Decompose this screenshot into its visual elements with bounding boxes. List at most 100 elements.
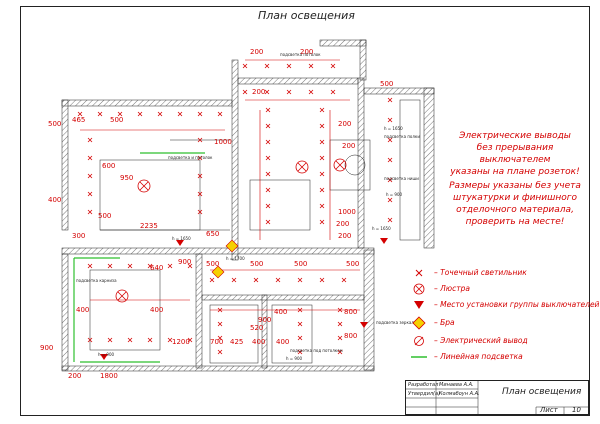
dim-bm-3: 500	[294, 260, 307, 268]
wall-partition-1	[195, 253, 203, 369]
dim-top-3: 200	[252, 88, 265, 96]
shower	[271, 304, 313, 364]
spotlight-icon	[387, 97, 393, 103]
dim-right-4: 200	[336, 220, 349, 228]
bed	[89, 269, 161, 351]
note-line: Размеры указаны без учета	[449, 181, 581, 191]
spotlight-icon	[337, 335, 343, 341]
spotlight-icon	[217, 307, 223, 313]
spotlight-icon	[217, 321, 223, 327]
room-label: подсветка под потолком	[290, 348, 343, 353]
spotlight-icon	[242, 63, 248, 69]
legend-label: – Электрический вывод	[434, 336, 528, 345]
spotlight-icon	[197, 111, 203, 117]
spotlight-icon	[87, 209, 93, 215]
dim-left-3: 500	[48, 120, 61, 128]
chandelier-icon	[137, 179, 151, 193]
wall-kitchen-top	[363, 87, 435, 95]
spotlight-icon	[265, 123, 271, 129]
spotlight-icon	[167, 263, 173, 269]
chandeliers	[115, 158, 347, 303]
height-tags: h = 1650 h = 1650 h = 1650 h = 900 h = 9…	[98, 126, 403, 361]
dim-mid-7: 300	[72, 232, 85, 240]
dim-top-4: 500	[380, 80, 393, 88]
dim-bm-11: 900	[258, 316, 271, 324]
spotlight-icon	[265, 219, 271, 225]
note-line: без прерывания выключателем	[476, 143, 554, 165]
switch-group-icon	[100, 354, 108, 360]
sconce-icon	[412, 316, 426, 330]
linear-lighting	[73, 152, 205, 363]
spotlight-icon	[297, 321, 303, 327]
dim-bl-1: 900	[178, 258, 191, 266]
spotlight-icon	[319, 187, 325, 193]
wall-top-stub	[319, 39, 367, 47]
sconce-icon	[211, 265, 225, 279]
note-outlets: Электрические выводы без прерывания выкл…	[440, 130, 590, 178]
room-label: подсветка ниши	[384, 176, 419, 181]
sconce-icon	[225, 239, 239, 253]
chandelier-icon	[413, 283, 425, 295]
dim-bm-10: 520	[250, 324, 263, 332]
wall-left	[61, 99, 69, 231]
spotlight-icon	[264, 89, 270, 95]
stamp-approved-label: Утвердил(а)	[408, 391, 441, 397]
spotlight-icon	[286, 89, 292, 95]
spotlight-icon	[242, 89, 248, 95]
spotlight-icon	[77, 111, 83, 117]
spotlight-icon	[217, 335, 223, 341]
spotlight-icon	[415, 269, 423, 277]
dim-bl-7: 200	[68, 372, 81, 380]
spotlight-icon	[387, 177, 393, 183]
dim-bl-3: 400	[76, 306, 89, 314]
chandelier-icon	[295, 160, 309, 174]
dim-bl-2: 640	[150, 264, 163, 272]
spotlight-icon	[265, 187, 271, 193]
spotlight-icon	[308, 63, 314, 69]
spotlight-icon	[319, 139, 325, 145]
dim-bm-4: 500	[346, 260, 359, 268]
note-line: проверить на месте!	[465, 217, 565, 227]
dim-bl-4: 400	[150, 306, 163, 314]
height-tag: h = 1700	[226, 256, 245, 261]
height-tag: h = 900	[286, 356, 303, 361]
dim-bm-2: 500	[250, 260, 263, 268]
spotlight-icon	[217, 349, 223, 355]
wardrobe	[99, 159, 201, 231]
spotlight-icon	[187, 337, 193, 343]
spotlight-icon	[197, 173, 203, 179]
spotlight-icon	[330, 89, 336, 95]
spotlight-icon	[286, 63, 292, 69]
spotlight-icon	[387, 217, 393, 223]
wall-bottom-left	[61, 253, 69, 371]
stamp-approved-name: Колмабоун А.А.	[439, 391, 480, 397]
spotlight-icon	[319, 123, 325, 129]
chandelier-icon	[333, 158, 347, 172]
spotlight-icon	[319, 107, 325, 113]
dim-left-1: 465	[72, 116, 85, 124]
dim-bm-7: 700	[210, 338, 223, 346]
dim-bm-6: 800	[344, 308, 357, 316]
sconces	[211, 239, 239, 279]
spotlight-icon	[97, 111, 103, 117]
switch-groups	[100, 238, 388, 360]
stamp-developed-name: Минаева А.А.	[439, 382, 474, 388]
spotlight-icon	[231, 277, 237, 283]
note-line: отделочного материала,	[456, 205, 574, 215]
spotlight-icon	[337, 307, 343, 313]
spotlight-icon	[87, 173, 93, 179]
wall-top-left	[61, 99, 233, 107]
spotlight-icon	[265, 107, 271, 113]
spotlight-icon	[297, 335, 303, 341]
spotlight-icon	[297, 277, 303, 283]
wall-bath-right	[363, 249, 375, 371]
spotlight-icon	[107, 337, 113, 343]
spotlight-icon	[253, 277, 259, 283]
table	[344, 154, 366, 176]
spotlight-icon	[87, 137, 93, 143]
stamp-developed-label: Разработал	[408, 382, 439, 388]
height-tag: h = 900	[386, 192, 403, 197]
spotlight-icon	[117, 111, 123, 117]
spotlight-icon	[387, 157, 393, 163]
